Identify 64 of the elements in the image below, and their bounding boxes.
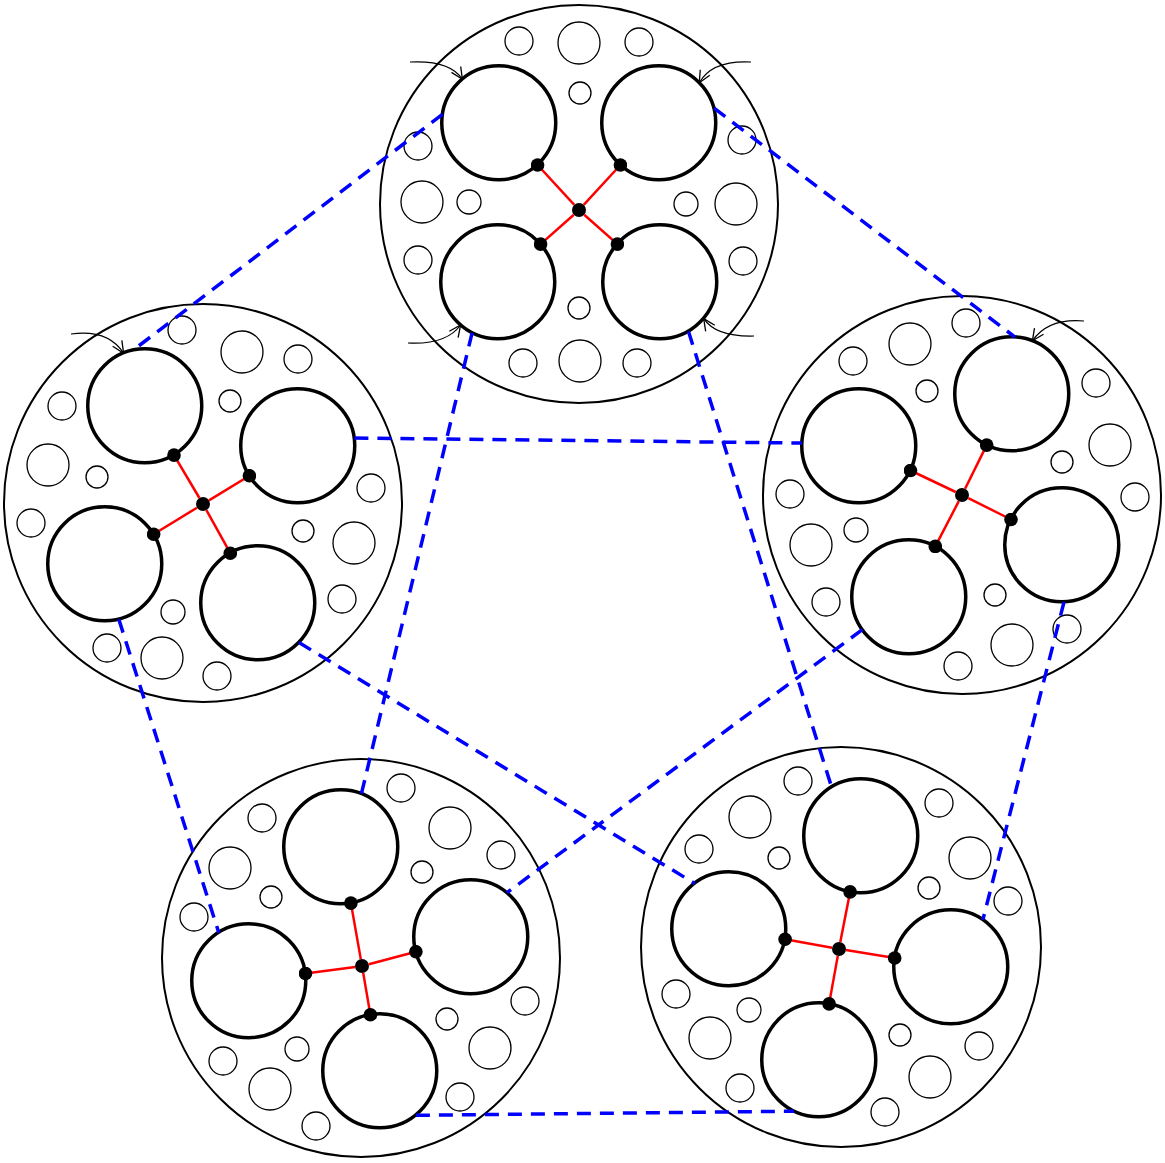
inner-circle: [670, 870, 788, 988]
curved-arrow: [703, 317, 755, 337]
inner-circle: [800, 387, 918, 505]
inner-circle: [600, 64, 718, 182]
inner-circle: [439, 223, 557, 341]
inner-circle: [199, 544, 317, 662]
outer-circle: [762, 295, 1162, 695]
inner-circle: [760, 1001, 878, 1119]
curved-arrow: [70, 332, 125, 354]
outer-circle: [3, 303, 403, 703]
dot-ended-line: [361, 972, 378, 1022]
inner-circle: [892, 908, 1010, 1026]
curved-arrow: [698, 61, 752, 84]
hub-dot: [355, 959, 369, 973]
curved-arrow: [407, 324, 462, 344]
dot-ended-line: [146, 506, 198, 541]
inner-circle: [802, 777, 920, 895]
inner-circle: [953, 335, 1071, 453]
dot-ended-line: [582, 158, 628, 206]
inner-circle: [1003, 486, 1121, 604]
inner-circle: [282, 788, 400, 906]
dashed-line: [117, 618, 221, 934]
dashed-line: [505, 628, 864, 895]
inner-circle: [440, 64, 558, 182]
dot-ended-line: [822, 955, 840, 1011]
dot-ended-line: [839, 885, 857, 943]
curved-arrow: [1031, 320, 1085, 342]
dashed-line: [713, 106, 1017, 339]
dashed-line: [981, 601, 1066, 921]
dot-ended-line: [967, 497, 1018, 527]
inner-circle: [190, 922, 308, 1040]
dot-ended-line: [583, 213, 625, 251]
dot-ended-line: [298, 965, 356, 981]
hub-dot: [955, 488, 969, 502]
curved-arrow: [409, 61, 464, 80]
inner-circle: [412, 878, 530, 996]
hub-dot: [832, 942, 846, 956]
dot-ended-line: [205, 509, 238, 560]
inner-circle: [86, 347, 204, 465]
dot-ended-line: [167, 448, 201, 499]
dot-ended-line: [903, 463, 957, 494]
hub-dot: [196, 497, 210, 511]
dashed-line: [354, 436, 803, 445]
inner-circle: [601, 223, 719, 341]
inner-circle: [46, 505, 164, 623]
dot-ended-line: [208, 468, 257, 502]
dot-ended-line: [964, 438, 994, 490]
dashed-line: [298, 641, 696, 885]
dot-ended-line: [928, 500, 960, 554]
dot-ended-line: [530, 158, 576, 206]
hub-dot: [572, 203, 586, 217]
inner-circle: [850, 538, 968, 656]
dot-ended-line: [368, 944, 423, 966]
outer-circle: [640, 746, 1042, 1148]
dashed-line: [415, 1109, 794, 1118]
inner-circle: [239, 387, 357, 505]
outer-circle: [379, 4, 779, 404]
dot-ended-line: [533, 213, 575, 251]
dot-ended-line: [845, 948, 902, 965]
dot-ended-line: [778, 932, 833, 949]
inner-circle: [321, 1012, 439, 1130]
outer-circle: [161, 758, 561, 1158]
dashed-line: [359, 332, 474, 795]
dot-ended-line: [344, 896, 363, 960]
